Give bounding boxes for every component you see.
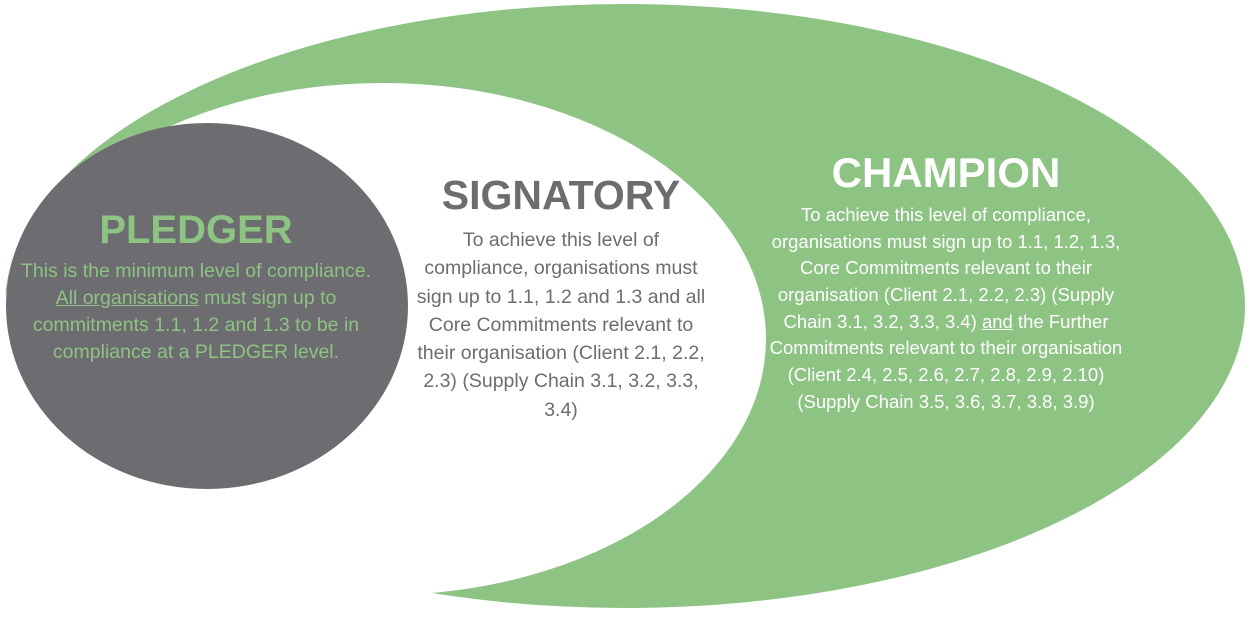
- champion-text-part-1: To achieve this level of compliance, org…: [771, 204, 1121, 332]
- pledger-description: This is the minimum level of compliance.…: [18, 258, 374, 366]
- champion-text-part-2: the Further Commitments relevant to thei…: [769, 310, 1123, 412]
- champion-title: CHAMPION: [831, 149, 1061, 196]
- pledger-text-part-2: must sign up to commitments 1.1, 1.2 and…: [32, 287, 360, 364]
- signatory-description: To achieve this level of compliance, org…: [416, 229, 706, 421]
- signatory-title: SIGNATORY: [441, 172, 681, 218]
- pledger-text-underlined: All organisations: [55, 287, 199, 310]
- signatory-section: SIGNATORY To achieve this level of compl…: [412, 172, 710, 424]
- pledger-text-part-1: This is the minimum level of compliance.: [20, 260, 372, 282]
- champion-text-underlined: and: [981, 310, 1013, 332]
- pledger-ellipse: [6, 123, 408, 489]
- pledger-title: PLEDGER: [99, 208, 293, 252]
- pledger-section: PLEDGER This is the minimum level of com…: [18, 208, 374, 366]
- champion-description: To achieve this level of compliance, org…: [768, 202, 1124, 415]
- champion-section: CHAMPION To achieve this level of compli…: [768, 149, 1124, 415]
